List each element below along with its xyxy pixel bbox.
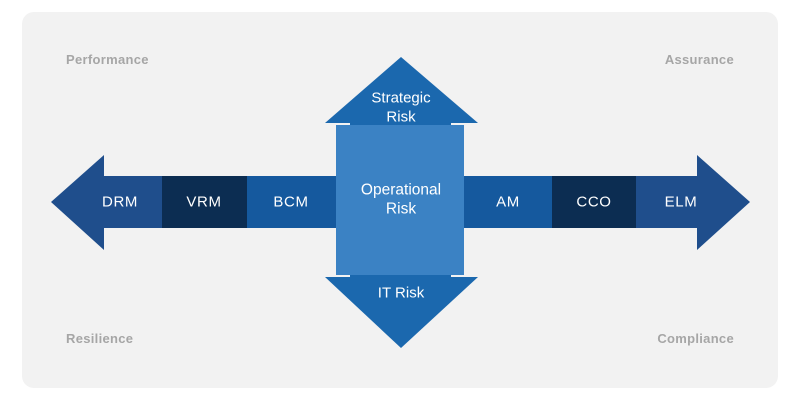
horizontal-arrow-right-head (697, 155, 750, 250)
segment-vrm[interactable] (162, 176, 247, 228)
corner-label-compliance: Compliance (657, 331, 734, 346)
segment-bcm[interactable] (247, 176, 336, 228)
segment-elm[interactable] (636, 176, 701, 228)
operational-risk-crossbar (336, 176, 464, 228)
corner-label-assurance: Assurance (664, 52, 734, 67)
vertical-arrow-top-head (325, 57, 478, 123)
corner-label-resilience: Resilience (66, 331, 134, 346)
horizontal-arrow-left-head (51, 155, 104, 250)
corner-label-performance: Performance (66, 52, 149, 67)
segment-drm[interactable] (100, 176, 162, 228)
segment-am[interactable] (464, 176, 552, 228)
segment-cco[interactable] (552, 176, 636, 228)
vertical-arrow-bottom-head (325, 277, 478, 348)
